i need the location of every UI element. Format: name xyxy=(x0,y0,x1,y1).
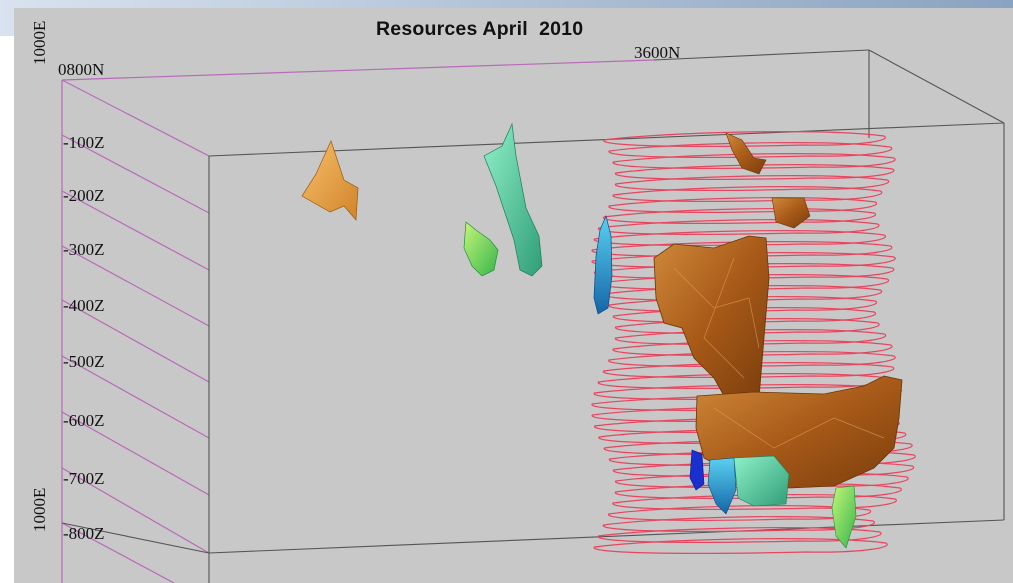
contour-ring xyxy=(612,186,883,202)
contour-ring xyxy=(603,131,886,147)
bounding-box xyxy=(61,49,1005,583)
contour-ring xyxy=(593,230,887,246)
elevation-label: -400Z xyxy=(63,296,105,315)
contour-ring xyxy=(608,142,893,158)
elevation-label: -100Z xyxy=(63,133,105,152)
teal-ore-body xyxy=(483,122,543,277)
elevation-label: -600Z xyxy=(63,411,105,430)
3d-viewport[interactable] xyxy=(14,8,1013,583)
elevation-grid xyxy=(61,59,655,583)
elevation-label: -300Z xyxy=(63,240,105,259)
elevation-label: -200Z xyxy=(63,186,105,205)
northing-label-right: 3600N xyxy=(634,43,681,62)
northing-label-left: 0800N xyxy=(58,60,105,79)
slide-title: Resources April 2010 xyxy=(376,18,584,40)
contour-ring xyxy=(608,197,878,213)
contour-ring xyxy=(591,241,893,257)
elevation-label: -800Z xyxy=(63,524,105,543)
lower-blue-body xyxy=(689,449,705,491)
orange-ore-body xyxy=(301,140,359,221)
elevation-label: -700Z xyxy=(63,469,105,488)
contour-ring xyxy=(615,164,895,180)
contour-ring xyxy=(593,538,888,554)
contour-ring xyxy=(598,219,880,235)
elevation-label: -500Z xyxy=(63,352,105,371)
easting-label-top: 1000E xyxy=(30,20,49,65)
blue-ore-body xyxy=(593,214,613,315)
contour-ring xyxy=(615,175,890,191)
contour-ring xyxy=(603,208,877,224)
model-canvas xyxy=(61,49,1005,583)
contour-ring xyxy=(602,516,876,532)
contour-ring xyxy=(612,153,896,169)
easting-label-bottom: 1000E xyxy=(30,487,49,532)
lower-green-body xyxy=(831,485,857,549)
lower-teal-body xyxy=(733,455,790,507)
contour-ring xyxy=(597,527,882,543)
contour-rings xyxy=(591,131,916,554)
green-ore-body xyxy=(463,221,499,277)
